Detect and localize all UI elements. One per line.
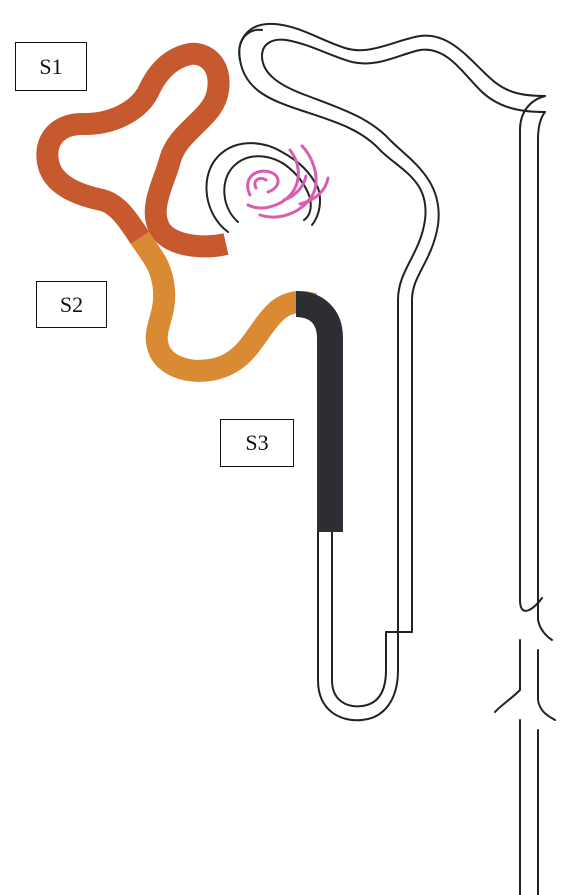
label-s2: S2 bbox=[36, 281, 107, 328]
distal-tubule-end bbox=[239, 30, 262, 60]
label-s1-text: S1 bbox=[39, 54, 62, 80]
glomerulus-loop-2 bbox=[255, 178, 266, 188]
segment-s2 bbox=[140, 238, 314, 371]
collecting-duct-right bbox=[538, 112, 555, 895]
label-s1: S1 bbox=[15, 42, 87, 91]
label-s2-text: S2 bbox=[60, 292, 83, 318]
label-s3-text: S3 bbox=[245, 430, 268, 456]
distal-tubule-inner bbox=[262, 40, 545, 632]
henle-loop-inner bbox=[332, 530, 398, 706]
distal-tubule-outer bbox=[239, 24, 545, 632]
glomerulus-loop-1 bbox=[248, 171, 278, 195]
segment-s3 bbox=[296, 304, 330, 532]
henle-loop-outer bbox=[318, 530, 398, 720]
label-s3: S3 bbox=[220, 419, 294, 467]
